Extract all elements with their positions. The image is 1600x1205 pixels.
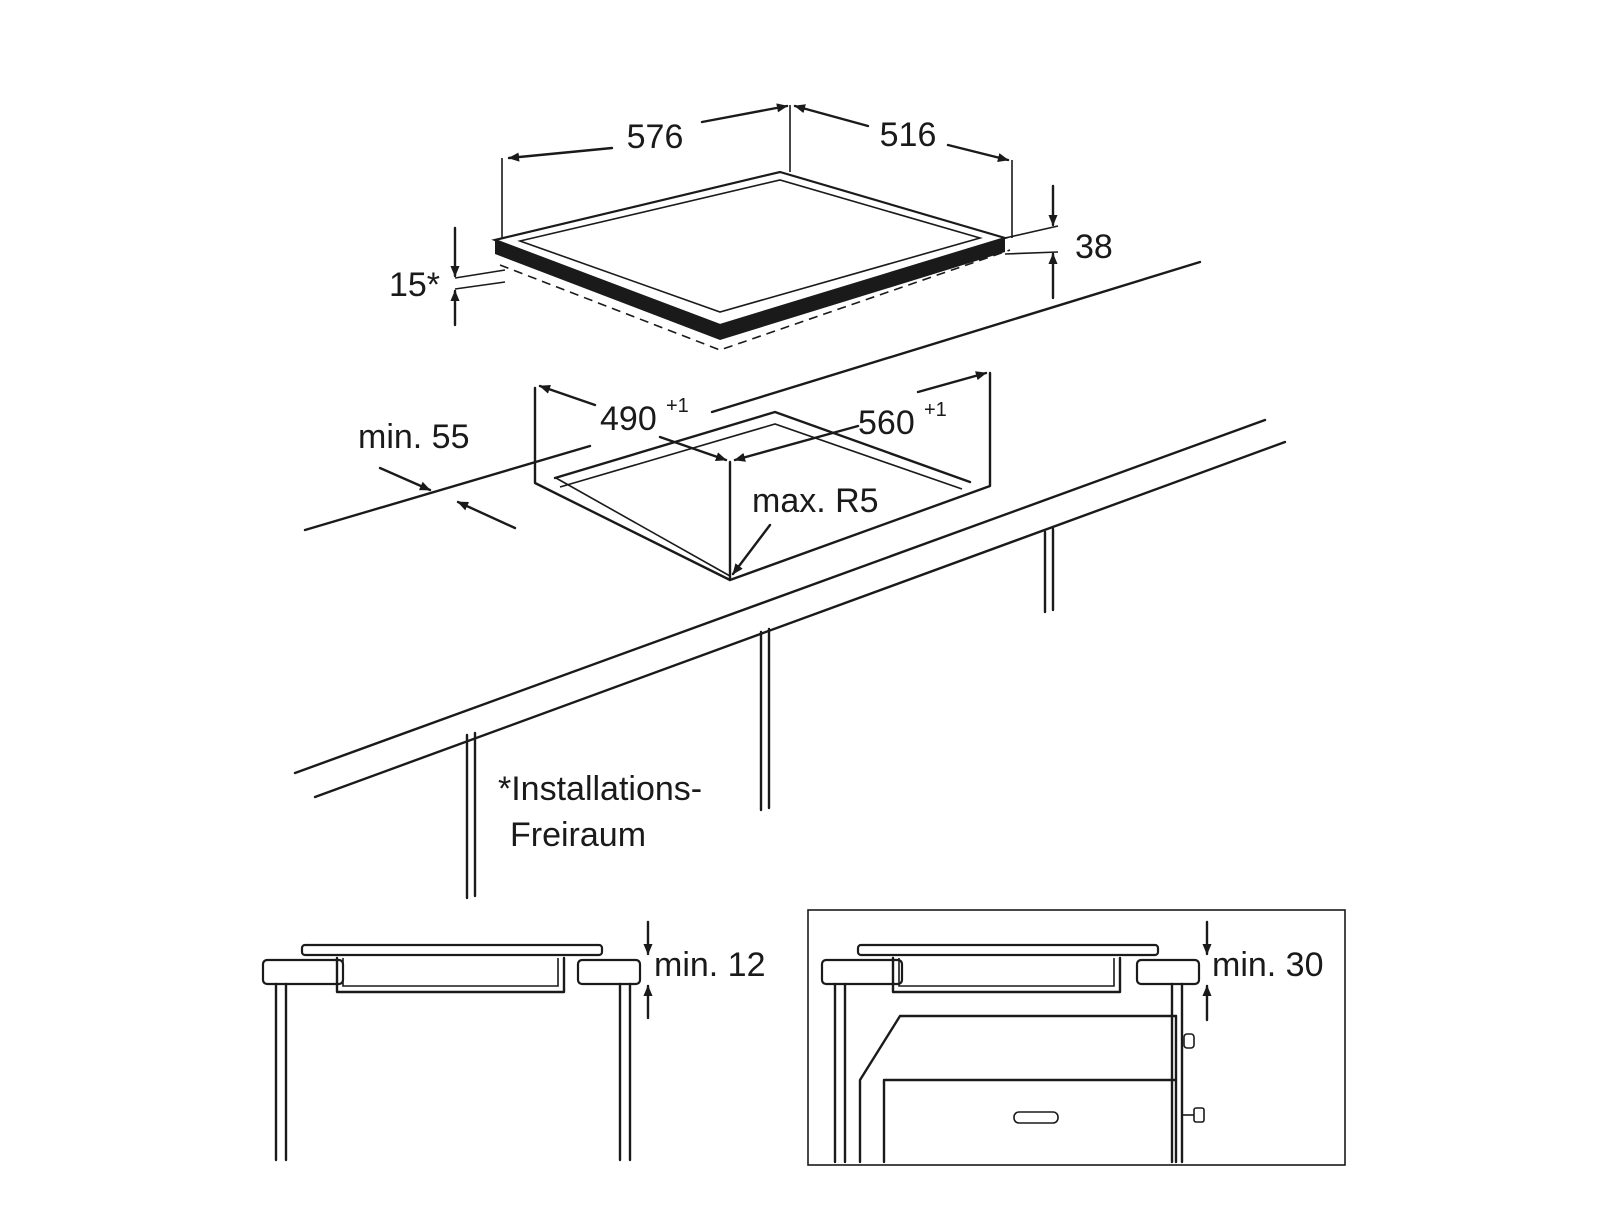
cutout-width-label: 490: [600, 400, 657, 438]
dimension-hob-clearance: 15*: [389, 226, 460, 327]
footnote-line-2: Freiraum: [510, 816, 646, 854]
hob-width-label: 576: [627, 118, 684, 156]
footnote-line-1: *Installations-: [498, 770, 702, 808]
cutout-depth-tolerance: +1: [924, 399, 947, 421]
detail-left: min. 12: [261, 920, 766, 1162]
edge-distance-label: min. 55: [358, 418, 470, 456]
worktop-drawing: [293, 260, 1287, 900]
dimension-edge-distance: min. 55: [358, 418, 517, 530]
cutout-width-tolerance: +1: [666, 395, 689, 417]
dimension-hob-depth: 516: [793, 104, 1010, 163]
hob-depth-label: 516: [880, 116, 937, 154]
hob-height-label: 38: [1075, 228, 1113, 266]
dimension-hob-width: 576: [507, 103, 789, 162]
hob-drawing: [454, 105, 1059, 351]
dimension-cutout-depth: 560 +1: [733, 371, 988, 462]
detail-right: min. 30: [807, 909, 1346, 1166]
dimension-hob-height: 38: [1048, 184, 1113, 300]
detail-left-clearance-label: min. 12: [654, 946, 766, 984]
footnote: *Installations- Freiraum: [498, 770, 702, 854]
cutout-depth-label: 560: [858, 404, 915, 442]
detail-right-frame: [807, 909, 1346, 1166]
dimension-cutout-width: 490 +1: [538, 384, 728, 462]
detail-right-clearance-label: min. 30: [1212, 946, 1324, 984]
corner-radius-label: max. R5: [752, 482, 879, 520]
dimension-corner-radius: max. R5: [731, 482, 879, 576]
hob-clearance-label: 15*: [389, 266, 440, 304]
